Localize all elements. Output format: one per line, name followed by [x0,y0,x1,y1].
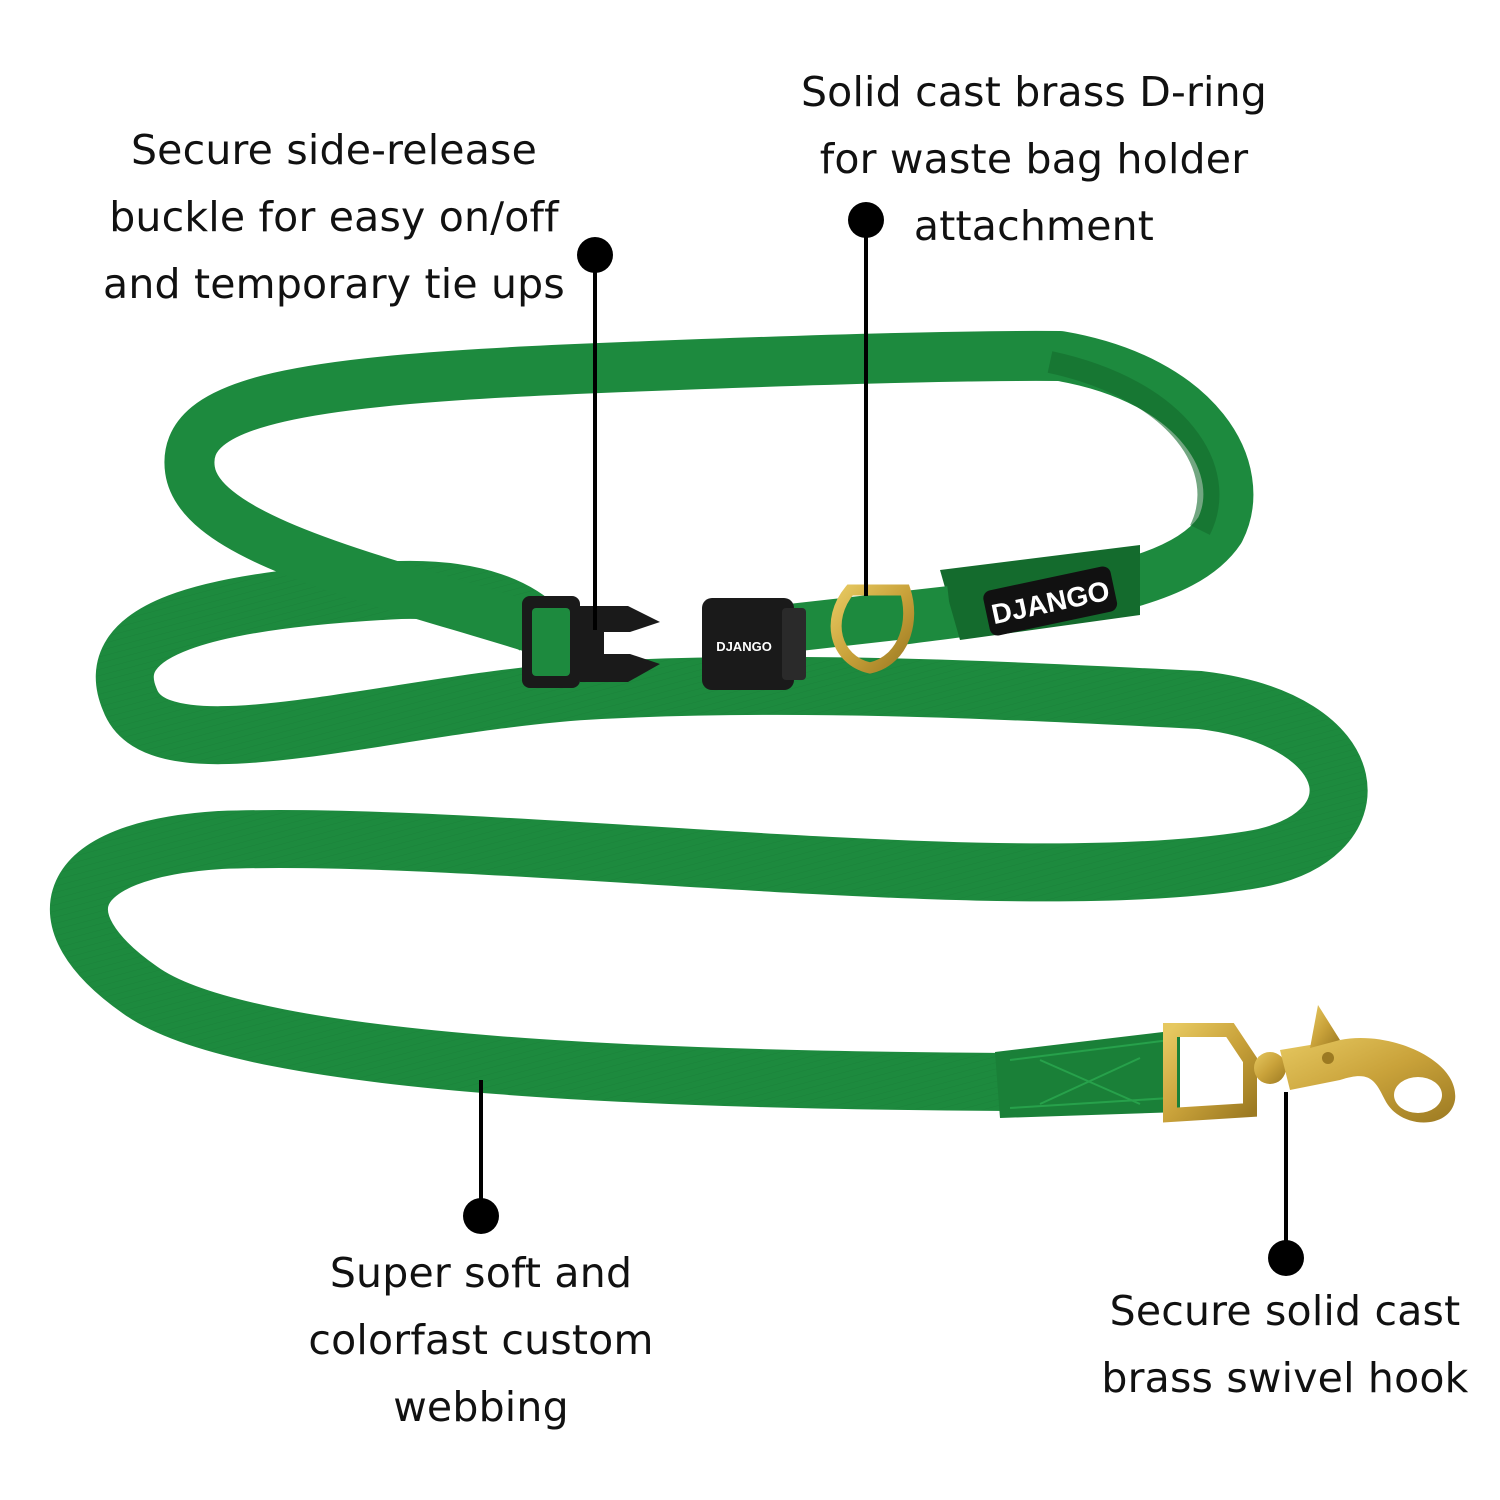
leader-dot [463,1198,499,1234]
callout-webbing: Super soft and colorfast custom webbing [281,1240,681,1441]
leader-buckle [577,237,613,630]
callout-line: webbing [393,1383,569,1431]
callout-line: brass swivel hook [1101,1354,1469,1402]
leader-hook [1268,1092,1304,1276]
callout-line: for waste bag holder [819,135,1249,183]
buckle-female: DJANGO [702,598,806,690]
callout-swivel-hook: Secure solid cast brass swivel hook [1085,1278,1485,1412]
end-tab [995,1030,1180,1118]
callout-line: Super soft and [329,1249,633,1297]
callout-buckle: Secure side-release buckle for easy on/o… [84,117,584,318]
callout-line: colorfast custom [308,1316,654,1364]
callout-d-ring: Solid cast brass D-ring for waste bag ho… [784,59,1284,260]
leader-webbing [463,1080,499,1234]
logo-patch: DJANGO [940,545,1140,640]
callout-line: Secure solid cast [1109,1287,1461,1335]
leader-dot [848,202,884,238]
callout-line: Secure side-release [130,126,538,174]
leader-dot [1268,1240,1304,1276]
brass-d-ring [830,584,915,674]
callout-line: buckle for easy on/off [109,193,559,241]
buckle-logo-text: DJANGO [716,639,772,654]
buckle-male [522,596,660,688]
webbing [50,330,1368,1111]
dring-strap [787,586,953,652]
callout-line: Solid cast brass D-ring [800,68,1268,116]
leader-dot [577,237,613,273]
leader-dring [848,202,884,596]
brass-swivel-hook [1163,1005,1456,1123]
callout-line: attachment [913,202,1155,250]
callout-line: and temporary tie ups [103,260,565,308]
